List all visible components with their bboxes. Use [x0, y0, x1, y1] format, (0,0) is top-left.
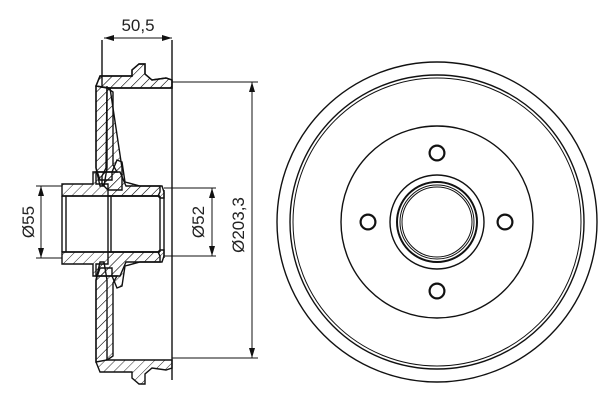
bolt-hole-right: [497, 214, 513, 230]
drum-inner-rim: [289, 74, 585, 370]
dimension-width: 50,5: [104, 16, 172, 41]
hub-face: [340, 125, 534, 319]
dimension-hub-outer-label: Ø55: [19, 206, 38, 238]
bolt-hole-bottom: [429, 283, 445, 299]
dimension-hub-bore-label: Ø52: [189, 206, 208, 238]
dimension-hub-bore: Ø52: [164, 187, 216, 257]
dimension-width-label: 50,5: [121, 16, 154, 35]
bolt-hole-top: [429, 145, 445, 161]
drum-outer-rim: [276, 61, 598, 383]
section-view: [61, 40, 173, 385]
bolt-holes: [359, 144, 514, 300]
hub-outer-ring: [389, 174, 485, 270]
dimension-outer-diameter: Ø203,3: [172, 81, 258, 359]
bolt-hole-left: [360, 214, 376, 230]
dimension-hub-outer: Ø55: [19, 185, 62, 259]
front-view: [276, 61, 598, 383]
dimension-outer-diameter-label: Ø203,3: [229, 197, 248, 253]
